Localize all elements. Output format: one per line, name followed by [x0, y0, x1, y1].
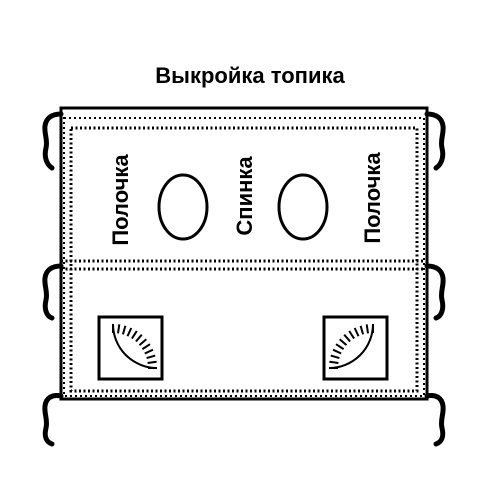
left-tie-top: [42, 111, 64, 171]
gather-mark: [330, 354, 340, 360]
seam-allowance-line-inner: [63, 117, 425, 397]
gather-mark: [141, 343, 151, 350]
right-tie-top: [424, 111, 446, 171]
gather-mark: [332, 348, 342, 355]
garment-outline: [59, 106, 429, 401]
armhole-right: [277, 173, 329, 241]
gather-mark: [365, 324, 369, 334]
gather-mark: [353, 327, 360, 337]
right-tie-middle: [424, 263, 446, 321]
gather-mark: [146, 354, 156, 360]
gather-mark: [147, 360, 157, 364]
gather-mark: [335, 343, 345, 350]
gather-mark: [343, 334, 351, 343]
armhole-left: [157, 173, 209, 241]
gather-mark: [359, 325, 365, 335]
gather-mark: [329, 360, 339, 364]
back-label: Спинка: [232, 156, 257, 236]
gather-mark: [138, 338, 147, 346]
gather-mark: [117, 324, 121, 334]
gather-mark: [144, 348, 154, 355]
gather-mark: [121, 325, 127, 335]
gather-mark: [339, 338, 348, 346]
page-title: Выкройка топика: [155, 63, 345, 88]
right-front-label: Полочка: [360, 152, 385, 244]
left-tie-bottom: [42, 393, 64, 447]
gather-mark: [126, 327, 133, 337]
gather-mark: [348, 330, 355, 340]
left-tie-middle: [42, 263, 64, 321]
gather-marking-left: [97, 315, 164, 381]
gather-mark: [131, 330, 138, 340]
gather-mark: [135, 334, 143, 343]
left-front-label: Полочка: [108, 154, 133, 246]
right-tie-bottom: [424, 393, 446, 447]
gather-marking-right: [322, 315, 389, 381]
